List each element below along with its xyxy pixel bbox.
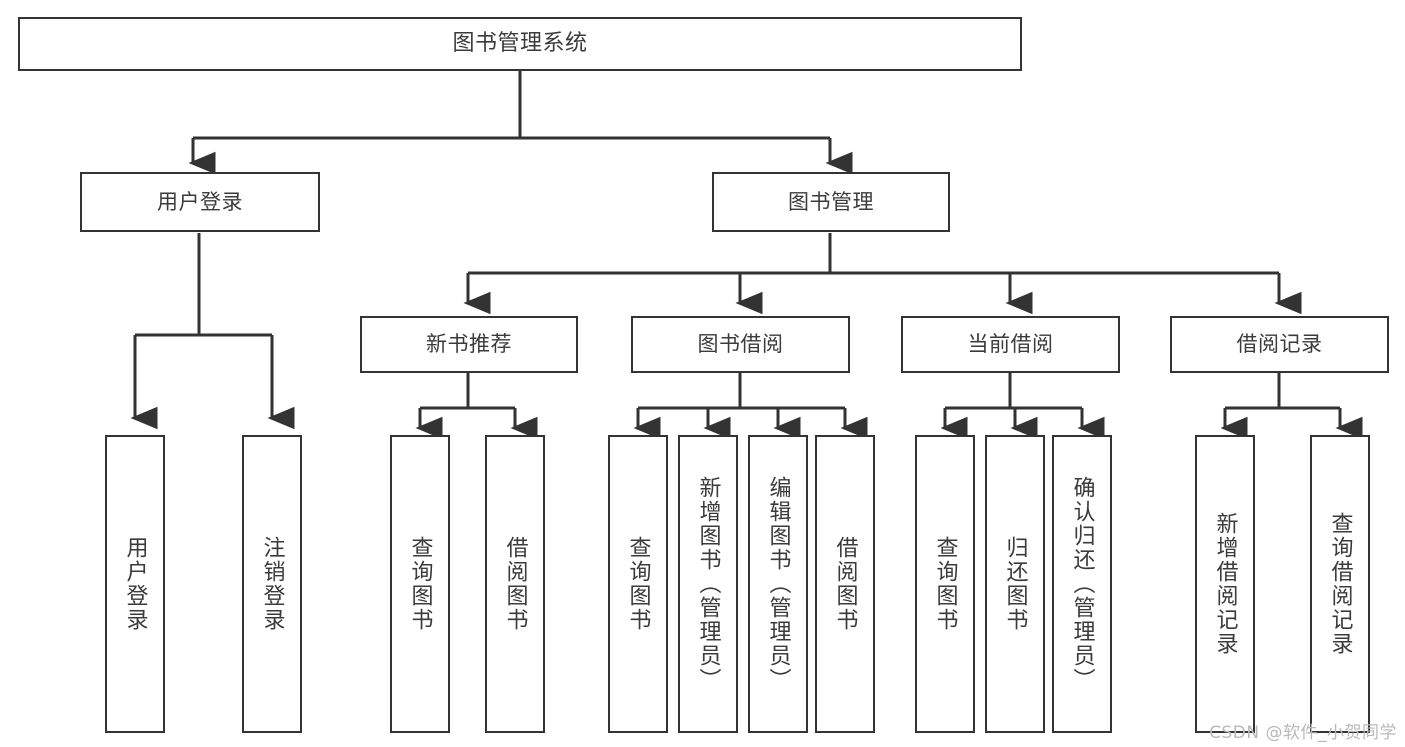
node-label: 借阅记录	[1236, 332, 1323, 357]
leaf-user-login-logout[interactable]: 注销登录	[242, 435, 302, 733]
leaf-user-login-signin[interactable]: 用户登录	[105, 435, 165, 733]
node-label: 用户登录	[122, 536, 148, 632]
leaf-current-confirm-return-admin[interactable]: 确认归还（管理员）	[1052, 435, 1112, 733]
leaf-borrow-query-book[interactable]: 查询图书	[608, 435, 668, 733]
node-label: 新书推荐	[426, 332, 512, 357]
node-book-management[interactable]: 图书管理	[712, 172, 950, 232]
node-user-login[interactable]: 用户登录	[80, 172, 320, 232]
leaf-current-query-book[interactable]: 查询图书	[915, 435, 975, 733]
node-label: 查询图书	[625, 536, 651, 632]
node-label: 新增图书（管理员）	[695, 476, 721, 692]
leaf-record-add-record[interactable]: 新增借阅记录	[1195, 435, 1255, 733]
node-label: 用户登录	[157, 189, 243, 214]
node-book-borrow[interactable]: 图书借阅	[631, 316, 850, 373]
node-label: 当前借阅	[967, 332, 1054, 357]
leaf-current-return-book[interactable]: 归还图书	[985, 435, 1045, 733]
leaf-recommend-query-book[interactable]: 查询图书	[390, 435, 450, 733]
node-new-book-recommend[interactable]: 新书推荐	[360, 316, 578, 373]
node-label: 查询图书	[407, 536, 433, 632]
node-label: 查询借阅记录	[1327, 512, 1353, 656]
node-borrow-record[interactable]: 借阅记录	[1170, 316, 1389, 373]
leaf-borrow-borrow-book[interactable]: 借阅图书	[815, 435, 875, 733]
leaf-borrow-add-book-admin[interactable]: 新增图书（管理员）	[678, 435, 738, 733]
node-label: 图书管理	[788, 189, 874, 214]
node-label: 图书借阅	[697, 332, 784, 357]
node-label: 注销登录	[259, 536, 285, 632]
node-label: 图书管理系统	[452, 31, 588, 57]
leaf-borrow-edit-book-admin[interactable]: 编辑图书（管理员）	[748, 435, 808, 733]
node-label: 确认归还（管理员）	[1069, 476, 1095, 692]
node-label: 编辑图书（管理员）	[765, 476, 791, 692]
node-current-borrow[interactable]: 当前借阅	[901, 316, 1120, 373]
node-label: 借阅图书	[502, 536, 528, 632]
node-label: 新增借阅记录	[1212, 512, 1238, 656]
leaf-record-query-record[interactable]: 查询借阅记录	[1310, 435, 1370, 733]
node-root-library-system[interactable]: 图书管理系统	[18, 17, 1022, 71]
leaf-recommend-borrow-book[interactable]: 借阅图书	[485, 435, 545, 733]
csdn-watermark: CSDN @软件_小贺同学	[1209, 723, 1397, 743]
node-label: 归还图书	[1002, 536, 1028, 632]
node-label: 借阅图书	[832, 536, 858, 632]
node-label: 查询图书	[932, 536, 958, 632]
